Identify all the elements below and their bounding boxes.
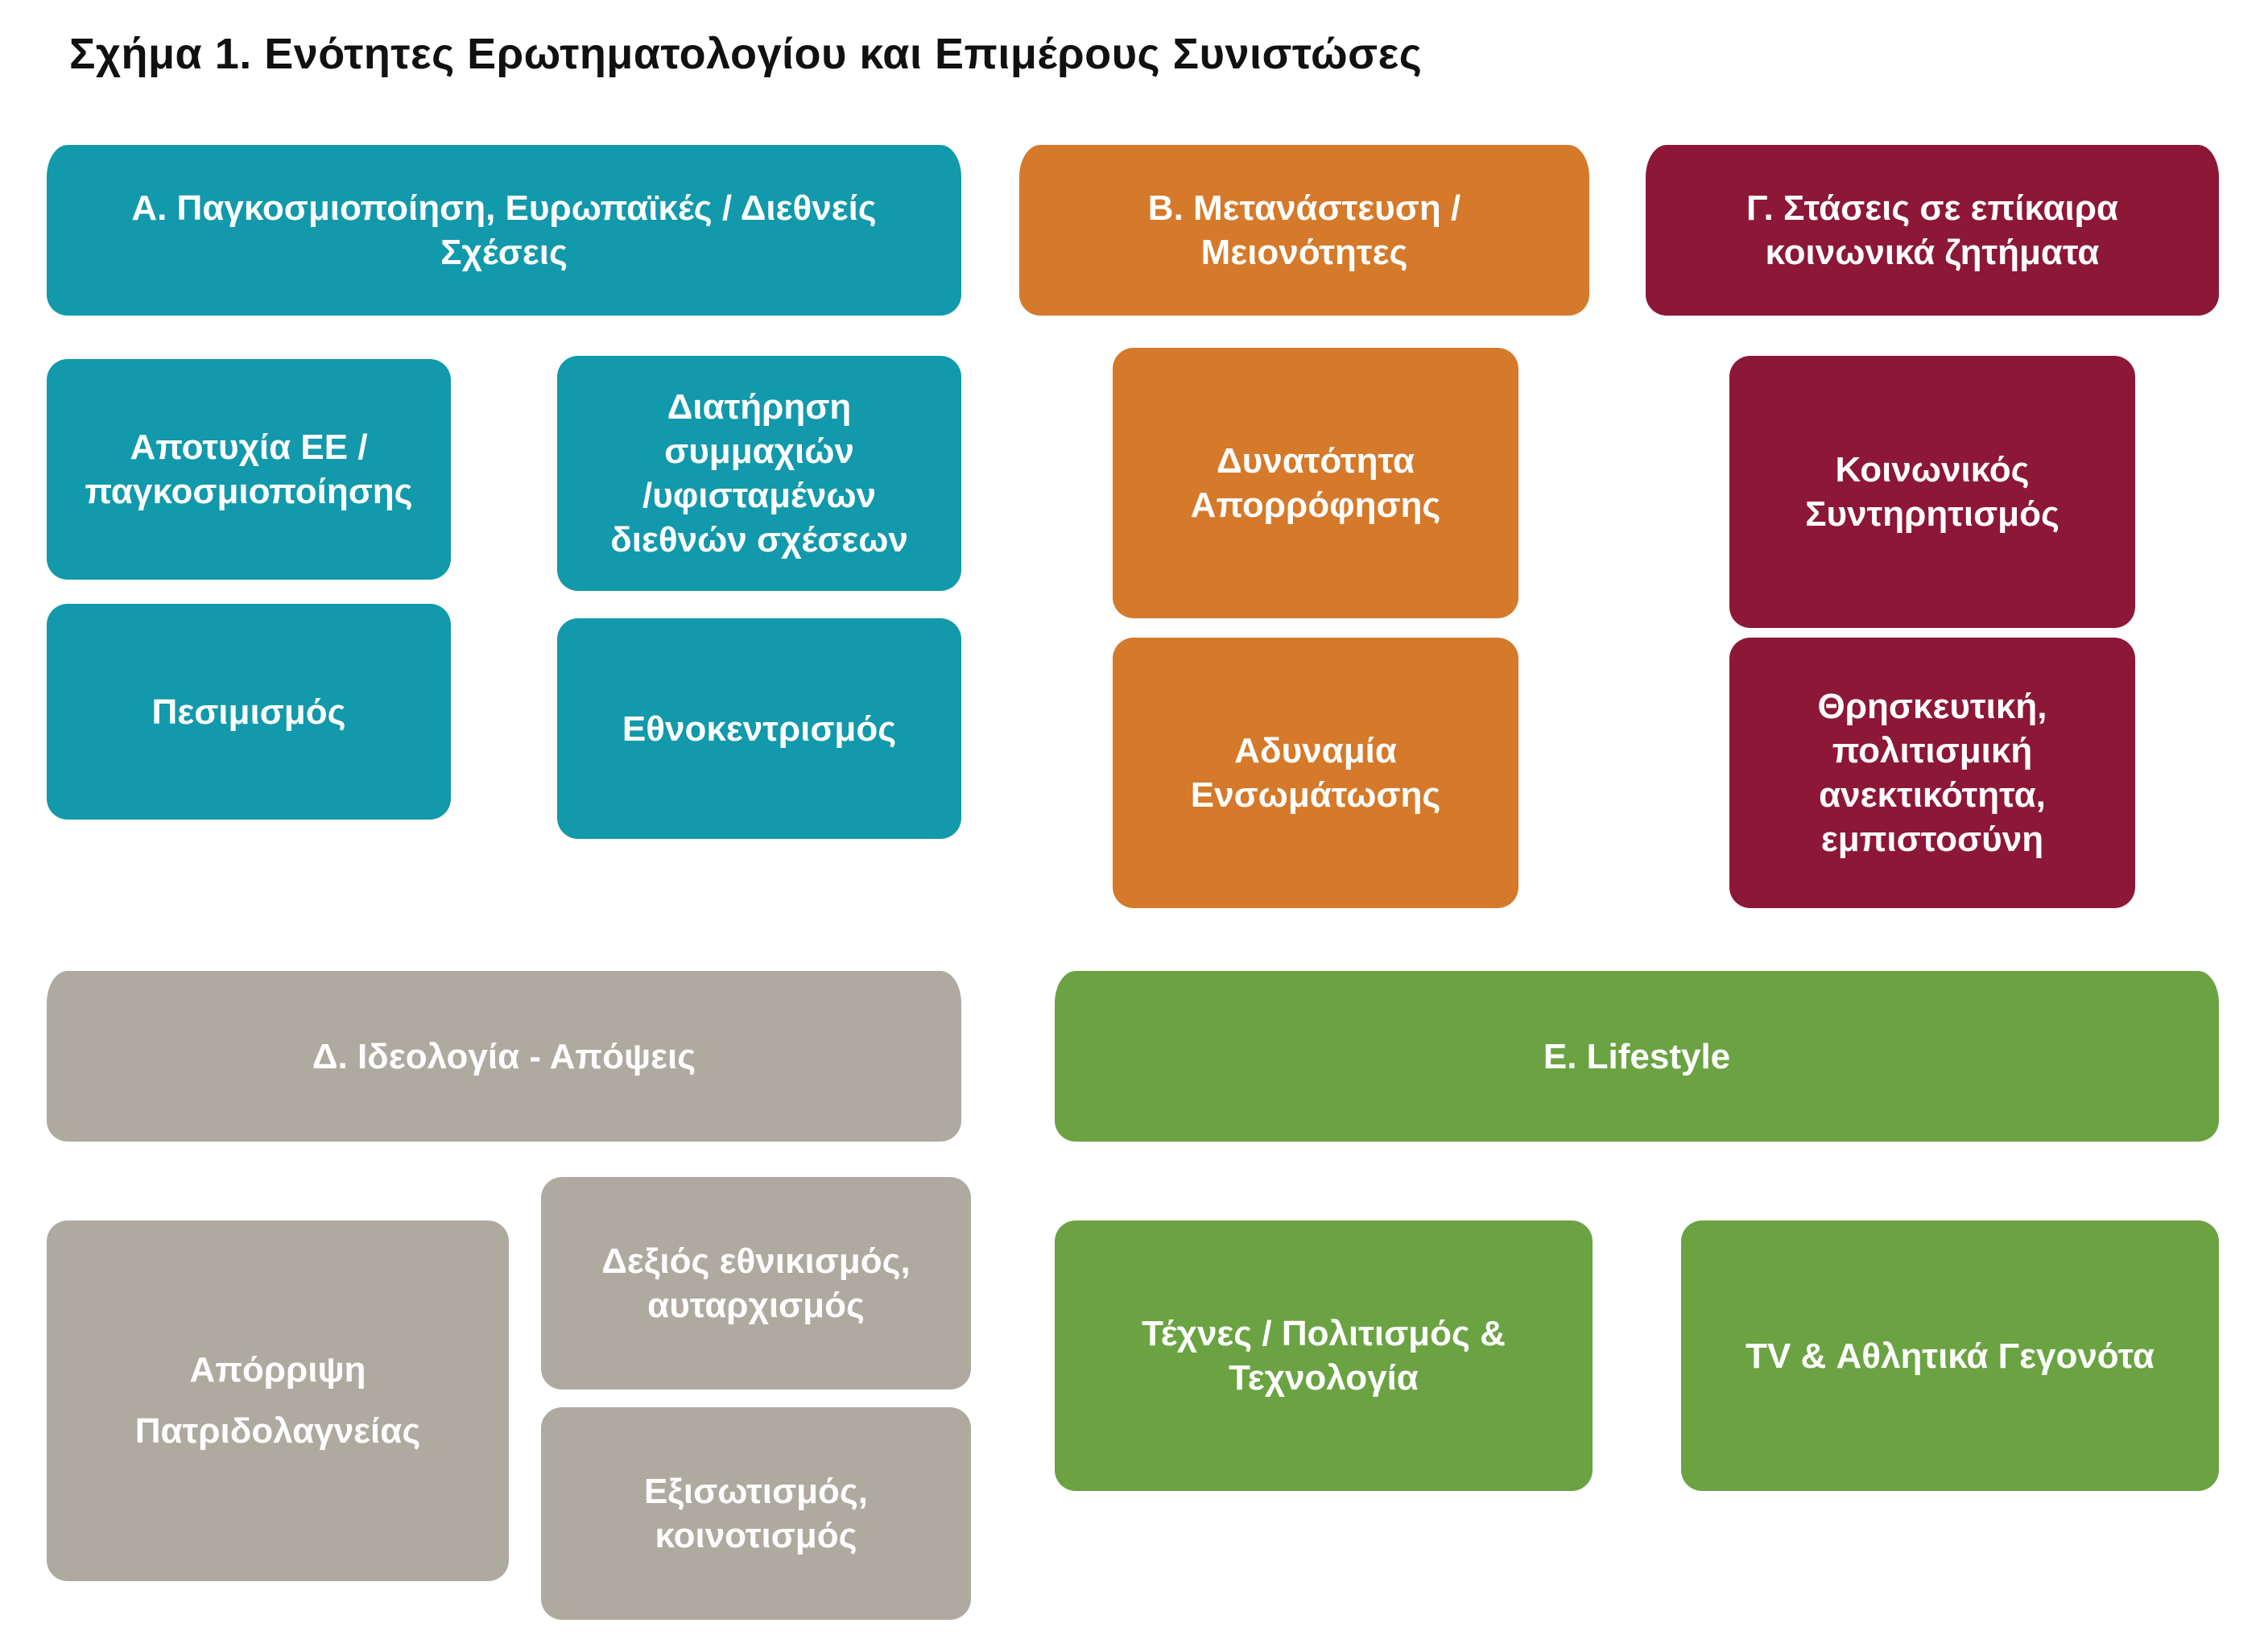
section-c-item-tolerance: Θρησκευτική, πολιτισμική ανεκτικότητα, ε… xyxy=(1729,638,2135,908)
item-label: Θρησκευτική, πολιτισμική ανεκτικότητα, ε… xyxy=(1817,687,2047,859)
item-label: Τέχνες / Πολιτισμός & Τεχνολογία xyxy=(1142,1314,1506,1398)
item-label: Εθνοκεντρισμός xyxy=(622,708,897,749)
section-b-item-absorption: Δυνατότητα Απορρόφησης xyxy=(1113,348,1518,618)
item-label: Κοινωνικός Συντηρητισμός xyxy=(1805,450,2059,534)
item-label: Πεσιμισμός xyxy=(151,692,346,732)
section-c-header: Γ. Στάσεις σε επίκαιρα κοινωνικά ζητήματ… xyxy=(1646,145,2219,316)
section-c-item-conservatism: Κοινωνικός Συντηρητισμός xyxy=(1729,356,2135,628)
figure-title: Σχήμα 1. Ενότητες Ερωτηματολογίου και Επ… xyxy=(69,30,1423,78)
item-label: Εξισωτισμός, κοινοτισμός xyxy=(643,1472,869,1555)
item-label: Δεξιός εθνικισμός, αυταρχισμός xyxy=(601,1241,911,1325)
section-a-item-eu-failure: Αποτυχία ΕΕ / παγκοσμιοποίησης xyxy=(47,359,451,580)
section-e-header-label: Ε. Lifestyle xyxy=(1543,1036,1731,1076)
section-d-item-egalitarianism: Εξισωτισμός, κοινοτισμός xyxy=(541,1407,971,1620)
section-a-item-ethnocentrism: Εθνοκεντρισμός xyxy=(557,618,961,839)
item-label: Διατήρηση συμμαχιών /υφισταμένων διεθνών… xyxy=(610,387,908,560)
section-b-header-label: Β. Μετανάστευση / Μειονότητες xyxy=(1147,188,1461,272)
item-label: Αποτυχία ΕΕ / παγκοσμιοποίησης xyxy=(85,427,413,511)
section-e-item-tv-sports: TV & Αθλητικά Γεγονότα xyxy=(1681,1220,2219,1491)
section-a-header-label: Α. Παγκοσμιοποίηση, Ευρωπαϊκές / Διεθνεί… xyxy=(131,188,877,272)
section-d-item-patriotism: Απόρριψη Πατριδολαγνείας xyxy=(47,1220,509,1581)
section-a-item-pessimism: Πεσιμισμός xyxy=(47,604,451,820)
item-label: Δυνατότητα Απορρόφησης xyxy=(1190,441,1441,525)
item-label: Απόρριψη Πατριδολαγνείας xyxy=(134,1350,421,1451)
section-d-header-label: Δ. Ιδεολογία - Απόψεις xyxy=(312,1036,696,1076)
section-d-header: Δ. Ιδεολογία - Απόψεις xyxy=(47,971,961,1142)
section-a-item-alliances: Διατήρηση συμμαχιών /υφισταμένων διεθνών… xyxy=(557,356,961,591)
section-e-header: Ε. Lifestyle xyxy=(1055,971,2219,1142)
item-label: TV & Αθλητικά Γεγονότα xyxy=(1746,1336,2155,1376)
section-b-item-integration: Αδυναμία Ενσωμάτωσης xyxy=(1113,638,1518,908)
item-label: Αδυναμία Ενσωμάτωσης xyxy=(1190,731,1441,815)
section-c-header-label: Γ. Στάσεις σε επίκαιρα κοινωνικά ζητήματ… xyxy=(1746,188,2119,272)
section-a-header: Α. Παγκοσμιοποίηση, Ευρωπαϊκές / Διεθνεί… xyxy=(47,145,961,316)
section-e-item-arts: Τέχνες / Πολιτισμός & Τεχνολογία xyxy=(1055,1220,1593,1491)
section-d-item-nationalism: Δεξιός εθνικισμός, αυταρχισμός xyxy=(541,1177,971,1390)
section-b-header: Β. Μετανάστευση / Μειονότητες xyxy=(1019,145,1589,316)
